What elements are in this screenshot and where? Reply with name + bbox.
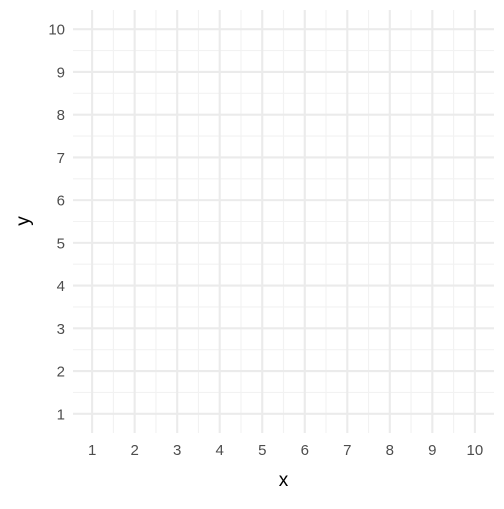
x-axis-title: x xyxy=(279,470,289,491)
x-tick-label: 6 xyxy=(301,442,309,459)
x-tick-label: 2 xyxy=(130,442,138,459)
x-tick-label: 10 xyxy=(467,442,484,459)
y-tick-label: 4 xyxy=(57,278,65,295)
x-tick-label: 4 xyxy=(216,442,224,459)
major-gridlines xyxy=(73,10,494,433)
x-tick-label: 7 xyxy=(343,442,351,459)
x-tick-label: 1 xyxy=(88,442,96,459)
y-tick-label: 10 xyxy=(48,22,65,39)
x-tick-label: 8 xyxy=(386,442,394,459)
y-tick-label: 1 xyxy=(57,406,65,423)
x-tick-label: 5 xyxy=(258,442,266,459)
y-tick-label: 9 xyxy=(57,64,65,81)
y-tick-label: 2 xyxy=(57,364,65,381)
y-tick-label: 7 xyxy=(57,150,65,167)
minor-gridlines xyxy=(73,10,494,433)
x-axis-tick-labels: 1 2 3 4 5 6 7 8 9 10 xyxy=(88,442,483,459)
x-tick-label: 3 xyxy=(173,442,181,459)
y-axis-tick-labels: 1 2 3 4 5 6 7 8 9 10 xyxy=(48,22,65,424)
y-tick-label: 3 xyxy=(57,321,65,338)
x-tick-label: 9 xyxy=(428,442,436,459)
y-tick-label: 8 xyxy=(57,107,65,124)
y-axis-title: y xyxy=(13,216,34,226)
y-tick-label: 5 xyxy=(57,235,65,252)
y-tick-label: 6 xyxy=(57,193,65,210)
